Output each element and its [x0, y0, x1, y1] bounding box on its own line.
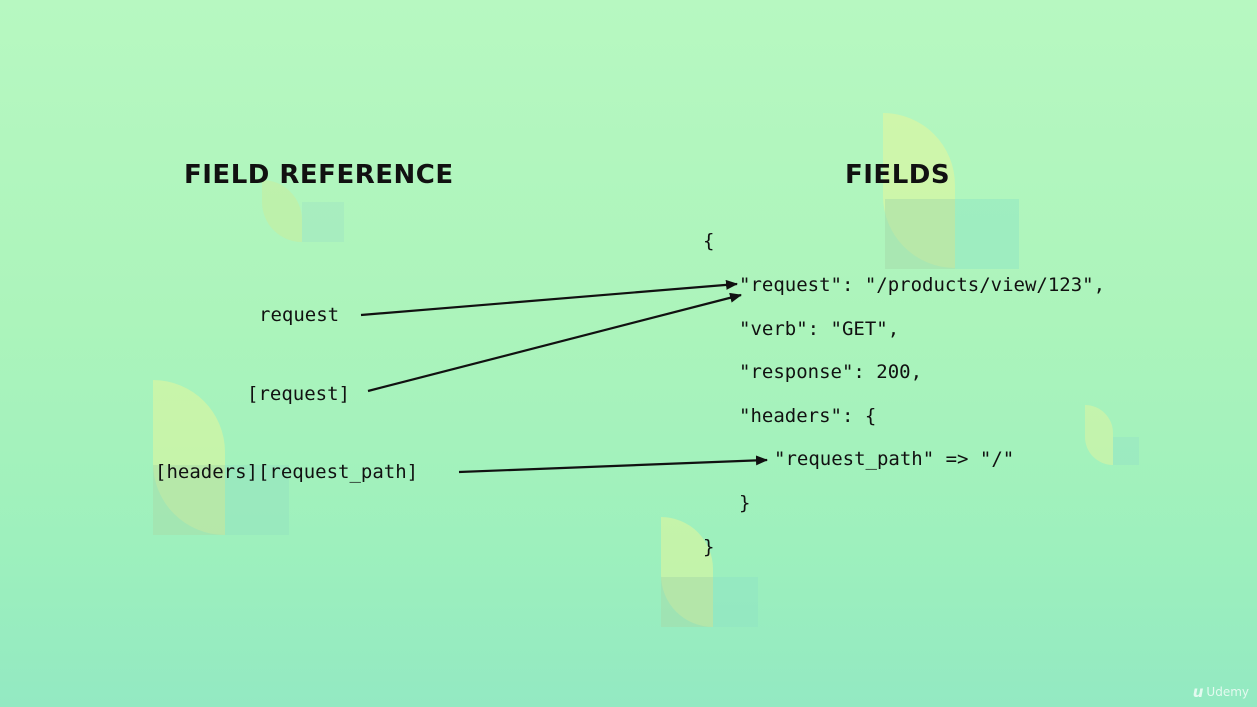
decorative-shape-top-center: [883, 113, 1023, 273]
arrow-bracket-request-to-request-field: [367, 292, 742, 393]
udemy-watermark-text: Udemy: [1206, 685, 1249, 699]
decorative-shape-bottom-center: [661, 517, 761, 632]
json-response-line: "response": 200,: [739, 361, 923, 383]
arrow-request-to-request-field: [360, 279, 738, 317]
decorative-shape-right: [1085, 405, 1145, 470]
reference-request: request: [259, 304, 340, 326]
json-request-path-line: "request_path" => "/": [774, 448, 1015, 470]
reference-bracket-request: [request]: [247, 383, 350, 405]
arrow-headers-request-path-to-request-path-field: [458, 455, 768, 474]
json-headers-line: "headers": {: [739, 405, 877, 427]
json-close-brace: }: [703, 536, 715, 558]
json-open-brace: {: [703, 230, 715, 252]
heading-fields: FIELDS: [845, 160, 951, 190]
json-inner-close-brace: }: [739, 492, 751, 514]
heading-field-reference: FIELD REFERENCE: [184, 160, 454, 190]
reference-headers-request-path: [headers][request_path]: [155, 461, 419, 483]
json-verb-line: "verb": "GET",: [739, 318, 900, 340]
udemy-icon: u: [1192, 683, 1204, 701]
json-request-line: "request": "/products/view/123",: [739, 274, 1106, 296]
udemy-watermark: u Udemy: [1193, 683, 1249, 701]
